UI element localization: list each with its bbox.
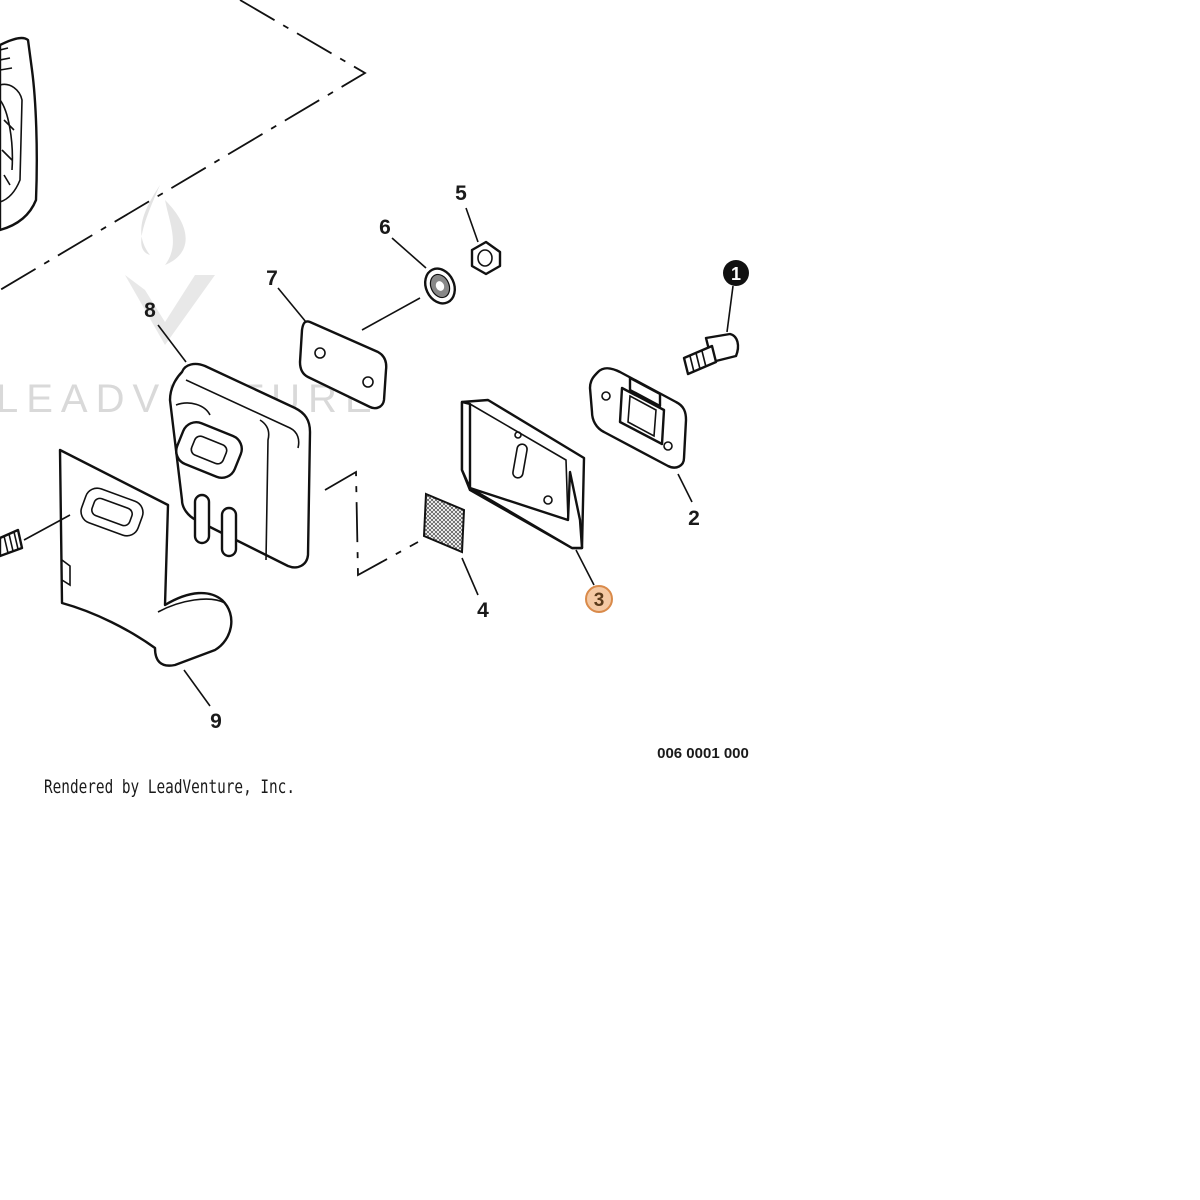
callout-2-label[interactable]: 2 (688, 507, 700, 530)
part-5-hex-nut (470, 240, 502, 276)
assembly-line-cylinder (0, 0, 367, 291)
part-3-deflector (460, 398, 586, 550)
drawing-number: 006 0001 000 (657, 745, 749, 762)
callout-7-label[interactable]: 7 (266, 267, 278, 290)
callout-6-label[interactable]: 6 (379, 216, 391, 239)
engine-cylinder (0, 36, 38, 232)
callout-9-label[interactable]: 9 (210, 710, 222, 733)
callout-3[interactable]: 3 (585, 585, 613, 613)
callout-4-label[interactable]: 4 (477, 599, 489, 622)
part-8-muffler (168, 362, 312, 569)
callout-8-label[interactable]: 8 (144, 299, 156, 322)
part-1-screw (682, 332, 740, 376)
callout-5-label[interactable]: 5 (455, 182, 467, 205)
part-6-spring-washer (424, 267, 456, 305)
part-7-gasket (298, 297, 421, 410)
callout-1-label: 1 (731, 264, 741, 284)
watermark-logo (125, 185, 215, 345)
stud-bolt (0, 514, 71, 558)
part-2-flange-gasket (588, 367, 688, 469)
part-4-screen (422, 492, 466, 554)
callout-3-highlight (585, 585, 613, 613)
part-9-heat-shield (58, 448, 233, 667)
credit-text: Rendered by LeadVenture, Inc. (44, 776, 295, 798)
assembly-line-muffler (324, 470, 419, 577)
callout-3-label: 3 (594, 590, 605, 611)
leader-lines (157, 207, 734, 707)
callout-1[interactable]: 1 (723, 260, 749, 286)
